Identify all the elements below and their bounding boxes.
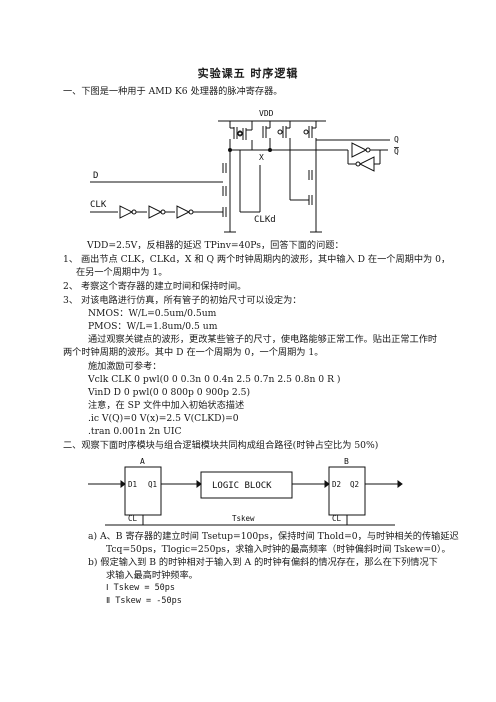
ffB-in: D2 (332, 480, 341, 489)
tskew-label: Tskew (232, 514, 255, 523)
ffB-out: Q2 (350, 480, 359, 489)
label-vdd: VDD (259, 109, 274, 118)
label-x: X (259, 153, 264, 162)
logic-block-label: LOGIC BLOCK (212, 481, 272, 491)
q1-line2: 在另一个周期中为 1。 (76, 267, 168, 278)
observe-line2: 两个时钟周期的波形。其中 D 在一个周期为 0，一个周期为 1。 (63, 347, 324, 358)
q3-line: 3、 对该电路进行仿真，所有管子的初始尺寸可以设定为： (63, 295, 302, 306)
label-q: Q (394, 135, 399, 144)
qb-line2: 求输入最高时钟频率。 (106, 570, 198, 581)
qb-line1: b) 假定输入到 B 的时钟相对于输入到 A 的时钟有偏斜的情况存在，那么在下列… (88, 557, 438, 568)
nmos-size: NMOS：W/L=0.5um/0.5um (88, 308, 217, 319)
label-clk: CLK (90, 200, 107, 210)
label-d: D (93, 171, 98, 181)
vclk-line: Vclk CLK 0 pwl(0 0 0.3n 0 0.4n 2.5 0.7n … (88, 374, 341, 385)
section2-heading: 二、观察下面时序模块与组合逻辑模块共同构成组合路径(时钟占空比为 50%) (63, 440, 379, 451)
section1-heading: 一、下图是一种用于 AMD K6 处理器的脉冲寄存器。 (63, 86, 283, 97)
case-ii: Ⅱ Tskew = -50ps (106, 596, 182, 606)
ffB-name: B (344, 457, 349, 466)
page-title: 实验课五 时序逻辑 (197, 67, 299, 80)
ffA-clk: CL (128, 514, 138, 523)
ffA-in: D1 (128, 480, 137, 489)
tran-line: .tran 0.001n 2n UIC (88, 426, 182, 437)
ffA-name: A (140, 457, 145, 466)
ffB-clk: CL (332, 514, 342, 523)
ffA-out: Q1 (148, 480, 157, 489)
label-qbar: Q (394, 147, 399, 156)
intro-line: VDD=2.5V，反相器的延迟 TPinv=40Ps，回答下面的问题： (87, 240, 344, 251)
ic-line: .ic V(Q)=0 V(x)=2.5 V(CLKD)=0 (88, 413, 239, 424)
qa-line2: Tcq=50ps，Tlogic=250ps，求输入时钟的最高频率（时钟偏斜时间 … (106, 544, 451, 555)
qa-line1: a) A、B 寄存器的建立时间 Tsetup=100ps，保持时间 Thold=… (88, 531, 459, 542)
note-line: 注意，在 SP 文件中加入初始状态描述 (88, 400, 245, 411)
observe-line1: 通过观察关键点的波形，更改某些管子的尺寸，使电路能够正常工作。贴出正常工作时 (88, 334, 438, 345)
stimulus-ref: 施加激励可参考： (88, 361, 162, 372)
label-clkd: CLKd (254, 215, 276, 225)
q2-line: 2、 考察这个寄存器的建立时间和保持时间。 (63, 281, 247, 292)
pmos-size: PMOS：W/L=1.8um/0.5 um (88, 321, 218, 332)
q1-line1: 1、 画出节点 CLK，CLKd，X 和 Q 两个时钟周期内的波形，其中输入 D… (63, 254, 451, 265)
vind-line: VinD D 0 pwl(0 0 800p 0 900p 2.5) (88, 387, 251, 398)
case-i: Ⅰ Tskew = 50ps (106, 583, 176, 593)
